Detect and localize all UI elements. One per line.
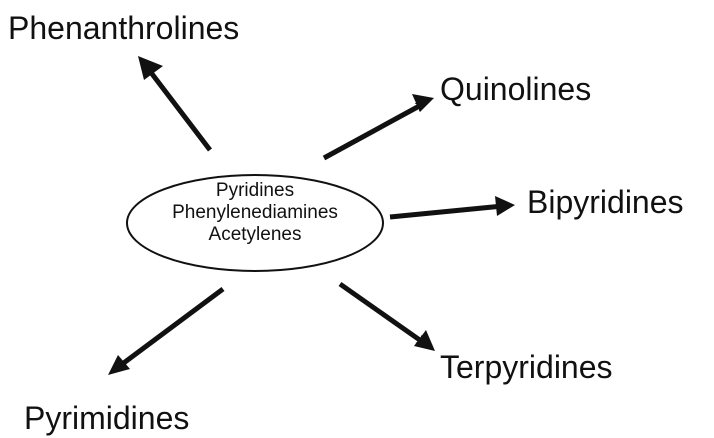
center-label: Pyridines Phenylenediamines Acetylenes	[130, 180, 380, 246]
node-quinolines: Quinolines	[440, 71, 592, 107]
node-terpyridines: Terpyridines	[440, 349, 613, 385]
arrow-to-bipyridines	[389, 201, 506, 220]
arrow-to-pyrimidines	[114, 286, 225, 371]
arrow-to-terpyridines	[338, 281, 427, 346]
node-pyrimidines: Pyrimidines	[24, 400, 190, 436]
arrowhead-phenanthrolines	[138, 56, 163, 80]
arrowhead-quinolines	[412, 94, 434, 112]
node-bipyridines: Bipyridines	[527, 184, 684, 220]
center-label-line-3: Acetylenes	[208, 224, 302, 245]
arrow-to-quinolines	[322, 101, 426, 161]
arrowhead-bipyridines	[495, 196, 515, 216]
center-ellipse	[126, 174, 384, 272]
node-phenanthrolines: Phenanthrolines	[8, 10, 240, 46]
center-label-line-1: Pyridines	[215, 180, 295, 201]
center-label-line-2: Phenylenediamines	[172, 202, 338, 223]
arrowhead-pyrimidines	[108, 355, 130, 375]
arrow-to-phenanthrolines	[144, 63, 212, 152]
arrowhead-terpyridines	[414, 330, 435, 351]
